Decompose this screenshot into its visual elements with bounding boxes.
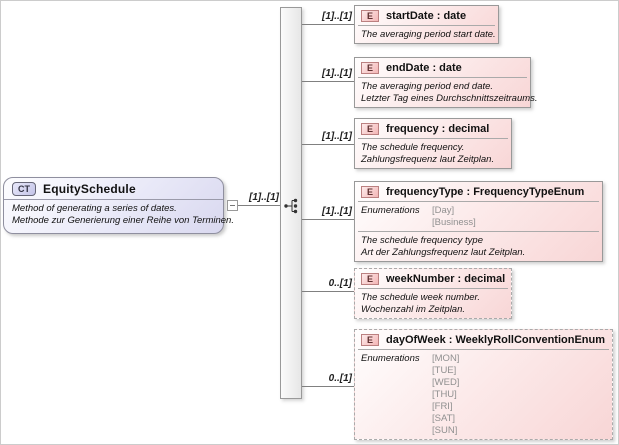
element-header: E weekNumber : decimal [355,269,511,288]
element-box-weeknumber[interactable]: E weekNumber : decimal The schedule week… [354,268,512,319]
cardinality-label-enddate: [1]..[1] [322,68,352,79]
divider [358,349,609,350]
element-title: endDate : date [386,62,462,74]
element-icon: E [361,123,379,135]
element-box-enddate[interactable]: E endDate : date The averaging period en… [354,57,538,108]
complex-type-box-equityschedule[interactable]: CT EquitySchedule Method of generating a… [3,177,234,234]
element-title: weekNumber : decimal [386,273,506,285]
connector-line [302,291,354,292]
divider [358,25,495,26]
cardinality-label-root: [1]..[1] [249,192,279,203]
complex-type-icon: CT [12,182,36,196]
element-box-frequencytype[interactable]: E frequencyType : FrequencyTypeEnum Enum… [354,181,603,262]
element-header: E dayOfWeek : WeeklyRollConventionEnum [355,330,612,349]
element-icon: E [361,62,379,74]
divider [358,231,599,232]
element-box-frequency[interactable]: E frequency : decimal The schedule frequ… [354,118,512,169]
sequence-compositor-bar[interactable] [280,7,302,399]
enumeration-values: [MON] [TUE] [WED] [THU] [FRI] [SAT] [SUN… [432,353,460,436]
divider [358,201,599,202]
connector-line [302,81,354,82]
connector-line [238,205,280,206]
element-header: E endDate : date [355,58,530,77]
element-icon: E [361,10,379,22]
element-icon: E [361,334,379,346]
element-annotation: The averaging period start date. [361,29,496,40]
connector-line [302,24,354,25]
enumeration-values: [Day] [Business] [432,205,476,228]
element-annotation: The schedule week number. Wochenzahl im … [361,292,480,315]
sequence-compositor-icon [284,198,298,214]
element-header: E frequencyType : FrequencyTypeEnum [355,182,602,201]
enumerations-section: Enumerations [Day] [Business] [355,202,602,231]
element-icon: E [361,186,379,198]
element-box-dayofweek[interactable]: E dayOfWeek : WeeklyRollConventionEnum E… [354,329,613,440]
connector-line [302,386,354,387]
enumerations-label: Enumerations [361,353,420,364]
element-annotation: The averaging period end date. Letzter T… [361,81,538,104]
enumerations-section: Enumerations [MON] [TUE] [WED] [THU] [FR… [355,350,612,439]
connector-line [302,219,354,220]
element-title: frequency : decimal [386,123,490,135]
divider [358,138,508,139]
element-title: frequencyType : FrequencyTypeEnum [386,186,585,198]
cardinality-label-frequency: [1]..[1] [322,131,352,142]
element-annotation: The schedule frequency. Zahlungsfrequenz… [361,142,495,165]
element-title: dayOfWeek : WeeklyRollConventionEnum [386,334,606,346]
collapse-handle-icon[interactable] [227,200,238,211]
complex-type-title: EquitySchedule [43,182,136,196]
element-title: startDate : date [386,10,467,22]
complex-type-header: CT EquitySchedule [4,178,223,200]
cardinality-label-startdate: [1]..[1] [322,11,352,22]
connector-line [302,144,354,145]
cardinality-label-dayofweek: 0..[1] [328,373,352,384]
cardinality-label-frequencytype: [1]..[1] [322,206,352,217]
enumerations-label: Enumerations [361,205,420,216]
divider [358,288,508,289]
divider [358,77,527,78]
complex-type-annotation: Method of generating a series of dates. … [12,203,234,226]
element-annotation: The schedule frequency type Art der Zahl… [361,235,526,258]
element-box-startdate[interactable]: E startDate : date The averaging period … [354,5,499,44]
element-header: E startDate : date [355,6,498,25]
cardinality-label-weeknumber: 0..[1] [328,278,352,289]
element-header: E frequency : decimal [355,119,511,138]
element-icon: E [361,273,379,285]
